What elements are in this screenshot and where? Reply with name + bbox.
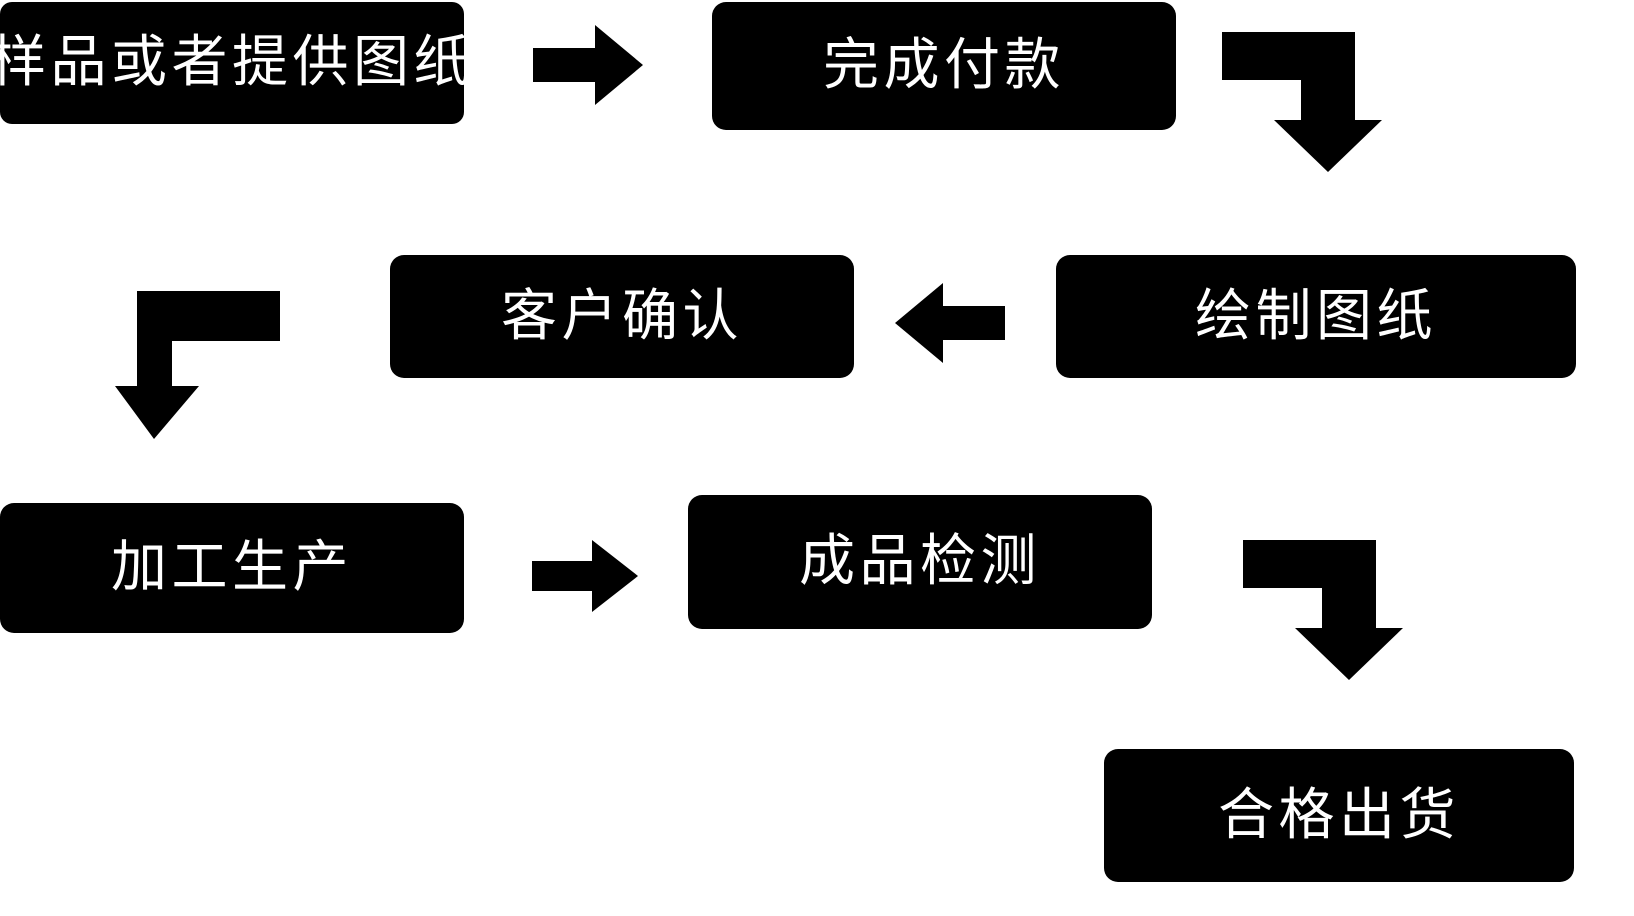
flow-node-label: 样品或者提供图纸 xyxy=(0,30,474,95)
flow-node-sample[interactable]: 样品或者提供图纸 xyxy=(0,2,469,124)
flow-node-label: 完成付款 xyxy=(823,33,1065,98)
flow-node-label: 绘制图纸 xyxy=(1195,283,1437,349)
flow-node-inspection[interactable]: 成品检测 xyxy=(688,495,1152,629)
arrow-elbow-right-down-icon xyxy=(1222,32,1382,172)
flow-node-drawing[interactable]: 绘制图纸 xyxy=(1056,255,1576,378)
flow-node-label: 加工生产 xyxy=(111,535,353,600)
flow-node-label: 成品检测 xyxy=(799,529,1041,594)
arrow-left-icon xyxy=(895,283,1005,363)
arrow-elbow-left-down-icon xyxy=(115,291,280,439)
flow-node-label: 客户确认 xyxy=(501,283,743,349)
flow-node-production[interactable]: 加工生产 xyxy=(0,503,464,633)
flow-node-confirm[interactable]: 客户确认 xyxy=(390,255,854,378)
flow-node-shipment[interactable]: 合格出货 xyxy=(1104,749,1574,882)
arrow-right-icon xyxy=(533,25,643,105)
arrow-elbow-right-down-icon xyxy=(1243,540,1403,680)
flow-node-label: 合格出货 xyxy=(1218,782,1460,848)
flow-node-payment[interactable]: 完成付款 xyxy=(712,2,1176,130)
arrow-right-icon xyxy=(532,540,638,612)
